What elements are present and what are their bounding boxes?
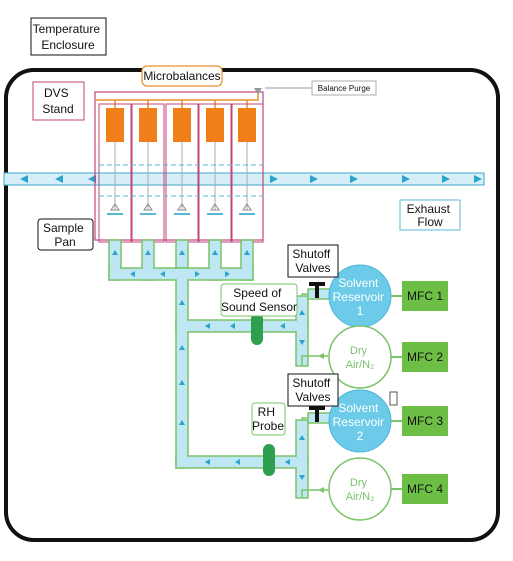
temperature-enclosure-label: Temperature Enclosure	[33, 22, 104, 52]
mfc1-label: MFC 1	[407, 289, 443, 303]
microbalance-column	[198, 100, 232, 243]
rh-probe-label-box	[251, 402, 286, 436]
microbalance-column	[231, 100, 264, 243]
mfc3-label: MFC 3	[407, 414, 443, 428]
flow-arrows	[112, 250, 305, 480]
microbalance	[206, 108, 224, 142]
shutoff-valve	[309, 406, 325, 422]
shutoff-valves-1-label: Shutoff Valves	[292, 247, 333, 275]
temperature-enclosure-label-box	[30, 17, 107, 56]
mfc2-label: MFC 2	[407, 350, 443, 364]
balance-purge-label-box	[311, 80, 377, 96]
dvs-stand-label: DVS Stand	[42, 86, 73, 116]
speed-of-sound-sensor-label: Speed of Sound Sensor	[221, 286, 297, 314]
microbalance	[139, 108, 157, 142]
mfc3-box	[402, 406, 448, 436]
solvent-reservoir-2-label: Solvent Reservoir 2	[333, 401, 388, 443]
microbalances-label: Microbalances	[143, 69, 220, 83]
microbalance-column	[98, 100, 132, 243]
microbalance	[238, 108, 256, 142]
speed-of-sound-sensor	[251, 313, 263, 345]
microbalance	[173, 108, 191, 142]
balance-purge-label: Balance Purge	[318, 84, 371, 93]
solvent-reservoir-1-label: Solvent Reservoir 1	[333, 276, 388, 318]
shutoff-valve	[309, 282, 325, 298]
mfc2-box	[402, 342, 448, 372]
dry-air-2	[328, 457, 392, 521]
placeholder-box	[389, 391, 398, 406]
rh-probe-sensor	[263, 444, 275, 476]
mfc4-label: MFC 4	[407, 482, 443, 496]
shutoff-valves-1-label-box	[287, 244, 339, 278]
exhaust-tube	[3, 172, 485, 186]
temperature-enclosure	[4, 68, 500, 542]
exhaust-arrows	[20, 175, 482, 183]
microbalance-column	[165, 100, 199, 243]
mfc4-box	[402, 474, 448, 504]
microbalance	[106, 108, 124, 142]
mfc1-box	[402, 281, 448, 311]
sample-pan-label: Sample Pan	[43, 221, 87, 249]
dry-air-2-label: Dry Air/N₂	[346, 477, 375, 503]
dry-air-1-label: Dry Air/N₂	[346, 345, 375, 371]
shutoff-valves-2-label: Shutoff Valves	[292, 376, 333, 404]
dvs-stand-label-box	[32, 81, 85, 121]
exhaust-flow-label-box	[399, 199, 461, 231]
chamber-dashes	[99, 164, 263, 197]
speed-of-sound-label-box	[220, 283, 298, 317]
shutoff-valves-2-label-box	[287, 373, 339, 407]
microbalances-label-box	[141, 65, 223, 87]
microbalance-column	[131, 100, 165, 243]
balance-purge-arrow	[254, 88, 262, 95]
sample-pan-label-box	[37, 218, 94, 251]
exhaust-flow-label: Exhaust Flow	[407, 202, 454, 229]
rh-probe-label: RH Probe	[252, 405, 284, 433]
